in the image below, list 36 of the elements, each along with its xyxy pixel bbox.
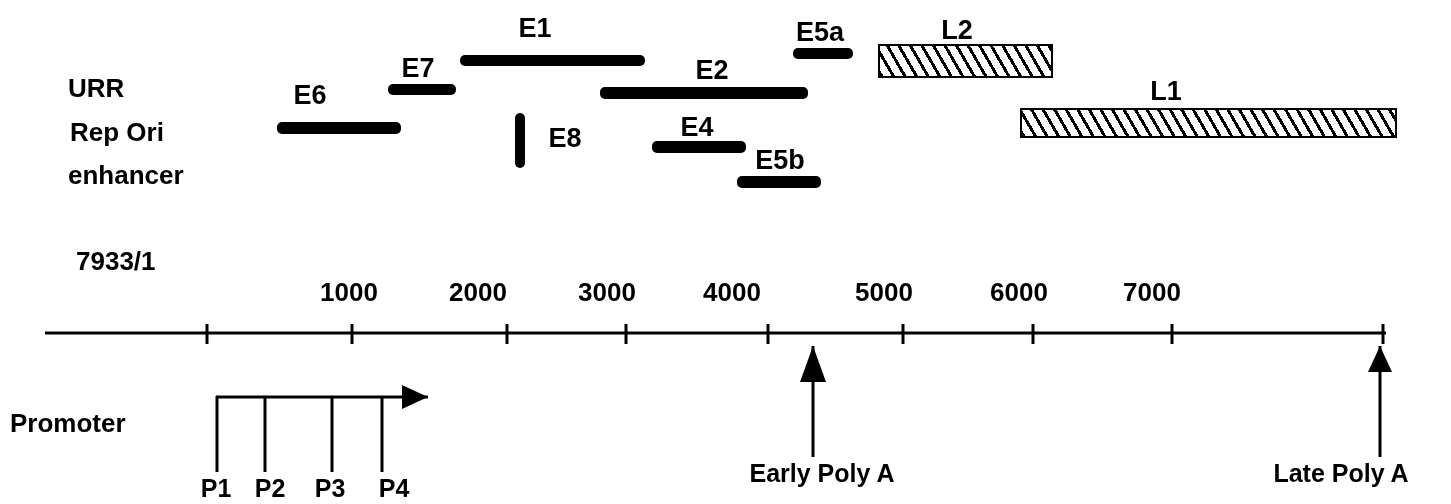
position-label: 7933/1 (76, 246, 156, 276)
arrow (1368, 346, 1392, 457)
tick-label: 4000 (703, 277, 761, 307)
promoter-site-label: P4 (378, 474, 410, 502)
leader-line (215, 396, 219, 472)
arrow (800, 346, 826, 457)
tick-label: 2000 (449, 277, 507, 307)
gene-label: E4 (680, 112, 714, 142)
region-label: Rep Ori (70, 117, 164, 147)
leader-line (263, 396, 267, 472)
promoter-site-label: P3 (314, 474, 346, 502)
tick-label: 7000 (1123, 277, 1181, 307)
gene-label: E6 (293, 80, 327, 110)
gene-label: L1 (1150, 76, 1182, 106)
gene-label: E1 (518, 13, 552, 43)
gene-label: E2 (695, 55, 729, 85)
tick-label: 5000 (855, 277, 913, 307)
poly-a-site-label: Late Poly A (1273, 459, 1409, 487)
gene-label: E7 (401, 53, 435, 83)
region-label: enhancer (68, 160, 184, 190)
leader-line (330, 396, 334, 472)
early-gene-segment (515, 113, 582, 168)
tick-label: 6000 (990, 277, 1048, 307)
poly-a-site-label: Early Poly A (749, 459, 895, 487)
promoter-site-label: P1 (200, 474, 232, 502)
promoter-site-label: P2 (254, 474, 286, 502)
tick-label: 3000 (578, 277, 636, 307)
gene-label: E8 (548, 123, 582, 153)
leader-line (380, 396, 384, 472)
gene-label: L2 (941, 15, 973, 45)
promoter-label: Promoter (10, 408, 126, 438)
gene-label: E5b (755, 145, 805, 175)
region-label: URR (68, 73, 125, 103)
gene-label: E5a (795, 17, 844, 47)
tick-label: 1000 (320, 277, 378, 307)
genome-axis (45, 324, 1386, 344)
